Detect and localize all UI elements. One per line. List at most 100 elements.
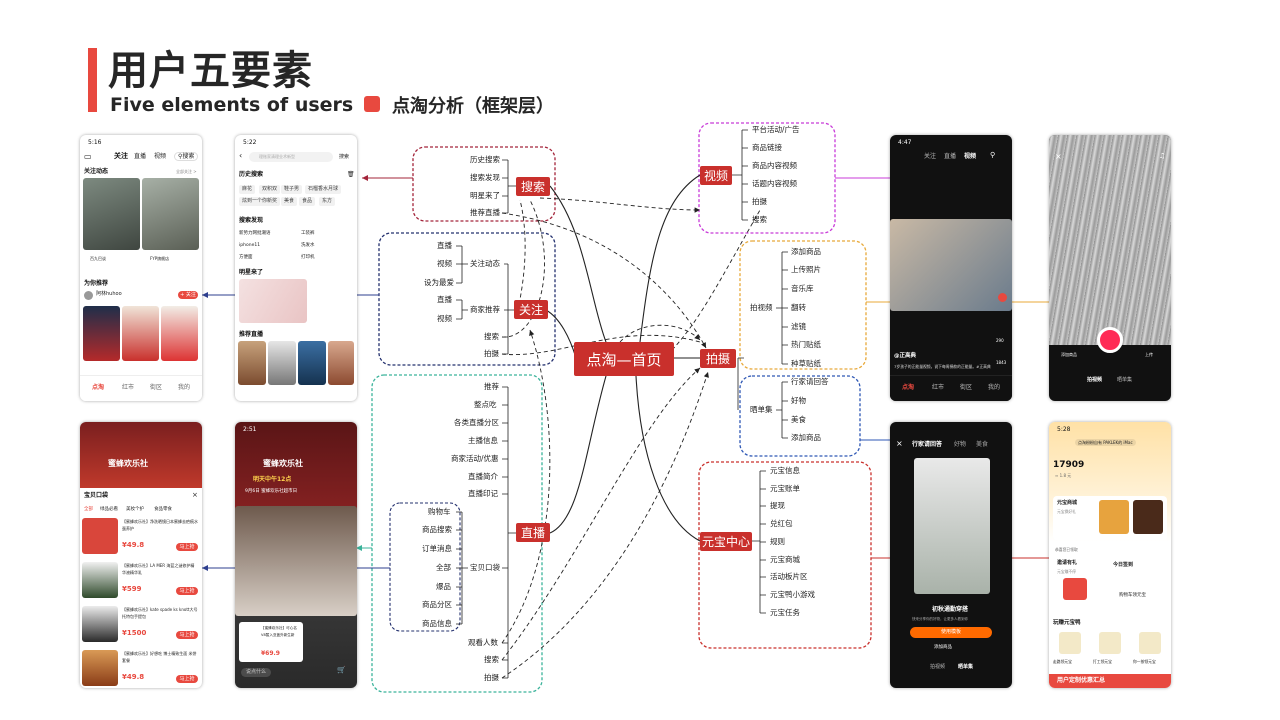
live-thumb[interactable] — [238, 341, 266, 385]
game-label: 走路领元宝 — [1053, 659, 1072, 664]
buy-button[interactable]: 马上抢 — [176, 631, 198, 639]
cart-reward-title[interactable]: 购物车领元宝 — [1119, 593, 1146, 598]
comment-input[interactable]: 说点什么 — [241, 668, 272, 677]
nav-street[interactable]: 街区 — [150, 384, 163, 391]
checkin-title[interactable]: 今日签到 — [1113, 562, 1134, 568]
history-tag[interactable]: 食品 — [299, 197, 316, 206]
template-tab[interactable]: 行家请回答 — [912, 441, 943, 448]
add-product-link[interactable]: 添加商品 — [934, 645, 952, 650]
use-template-button[interactable]: 使用模板 — [910, 627, 992, 638]
nav-home[interactable]: 点淘 — [92, 384, 105, 391]
bag-item-row[interactable]: 【蜜蜂欢乐社】LA MER 海蓝之谜修护精华液精华乳 ¥599 马上抢 — [82, 560, 200, 600]
tab-follow[interactable]: 关注 — [924, 153, 937, 160]
comment-count: 290 — [996, 338, 1004, 343]
nav-street[interactable]: 街区 — [960, 384, 973, 391]
upload-label[interactable]: 上传 — [1145, 352, 1153, 357]
product-image — [82, 606, 118, 642]
tab-share[interactable]: 晒单集 — [958, 664, 974, 670]
live-thumb[interactable] — [298, 341, 326, 385]
buy-button[interactable]: 马上抢 — [176, 587, 198, 595]
template-preview[interactable] — [914, 458, 990, 594]
tab-follow[interactable]: 关注 — [114, 152, 128, 160]
history-tag[interactable]: 鞋子男 — [281, 185, 303, 194]
search-submit-button[interactable]: 搜索 — [339, 154, 350, 160]
game-icon[interactable] — [1139, 632, 1161, 654]
camera-icon[interactable]: ▭ — [84, 152, 92, 161]
nav-home[interactable]: 点淘 — [902, 384, 915, 391]
tab-live[interactable]: 直播 — [944, 153, 957, 160]
close-icon[interactable]: × — [192, 491, 198, 499]
bag-item-row[interactable]: 【蜜蜂欢乐社】kate spade ks knott大号托特包手提包 ¥1500… — [82, 604, 200, 644]
discover-item[interactable]: 洗发水 — [301, 243, 315, 248]
history-tag[interactable]: 美食 — [281, 197, 298, 206]
back-icon[interactable]: ‹ — [239, 151, 243, 160]
add-product-label[interactable]: 添加商品 — [1061, 352, 1077, 357]
product-card[interactable]: 【蜜蜂欢乐社】可心名V8暂入亚盖外新生新 ¥69.9 — [239, 622, 303, 662]
nav-me[interactable]: 我的 — [988, 384, 1001, 391]
status-time: 5:22 — [243, 139, 257, 146]
shoot-video-box — [739, 240, 867, 370]
bag-tab[interactable]: 食品零食 — [154, 507, 172, 512]
event-date: 明天中午12点 — [253, 476, 292, 483]
mall-card[interactable]: 元宝商城 元宝换好礼 — [1053, 496, 1167, 540]
legend-marker — [364, 96, 380, 112]
shoot-group-label: 晒单集 — [750, 405, 773, 414]
star-card[interactable] — [239, 279, 307, 323]
shoot-share-box — [739, 375, 861, 457]
close-icon[interactable]: × — [896, 439, 903, 448]
nav-market[interactable]: 红市 — [122, 384, 135, 391]
template-tab[interactable]: 美食 — [976, 441, 989, 448]
footer-text: 用户定制优惠汇总 — [1057, 677, 1106, 684]
yuanbao-balance: 17909 — [1053, 460, 1085, 470]
history-tag[interactable]: 石榴香水月球 — [305, 185, 342, 194]
like-icon[interactable] — [998, 293, 1007, 302]
history-tag[interactable]: 炫到一个你新奖 — [239, 197, 281, 206]
tab-shoot-video[interactable]: 拍视频 — [1087, 377, 1103, 383]
nav-me[interactable]: 我的 — [178, 384, 191, 391]
buy-button[interactable]: 马上抢 — [176, 675, 198, 683]
nav-market[interactable]: 红市 — [932, 384, 945, 391]
discover-item[interactable]: 打印机 — [301, 255, 315, 260]
bag-item: 商品分区 — [422, 600, 452, 609]
template-tab[interactable]: 好物 — [954, 441, 967, 448]
search-input[interactable]: 理账家清理业术新型 — [249, 152, 333, 162]
close-icon[interactable]: × — [1055, 152, 1062, 161]
bag-tab[interactable]: 全部 — [84, 507, 93, 512]
discover-item[interactable]: 方便面 — [239, 255, 253, 260]
history-tag[interactable]: 双积双 — [259, 185, 281, 194]
live-thumb[interactable] — [268, 341, 296, 385]
tab-live[interactable]: 直播 — [134, 153, 147, 160]
follow-button[interactable]: + 关注 — [178, 291, 198, 299]
search-pill[interactable]: ⚲搜索 — [174, 152, 199, 161]
tab-share[interactable]: 晒单集 — [1117, 377, 1133, 383]
history-tag[interactable]: 麻花 — [239, 185, 256, 194]
tab-video[interactable]: 视频 — [964, 153, 977, 160]
bag-item-row[interactable]: 【蜜蜂欢乐社】净洗晒镜日本蜜蜂去疤痕水蛋养护 ¥49.8 马上抢 — [82, 516, 200, 556]
history-tag[interactable]: 东方 — [319, 197, 336, 206]
bag-tab[interactable]: 美妆个护 — [126, 507, 144, 512]
status-time: 2:51 — [243, 426, 257, 433]
live-thumb[interactable] — [328, 341, 354, 385]
discover-item[interactable]: 工装裤 — [301, 231, 315, 236]
search-icon[interactable]: ⚲ — [990, 151, 996, 159]
tab-shoot-video[interactable]: 拍视频 — [930, 664, 946, 670]
game-icon[interactable] — [1059, 632, 1081, 654]
shoot-share-item: 添加商品 — [791, 433, 821, 442]
buy-button[interactable]: 马上抢 — [176, 543, 198, 551]
see-all-link[interactable]: 全部关注 > — [176, 169, 197, 174]
follow-setting: 设为最爱 — [424, 278, 454, 287]
footer-banner[interactable]: 用户定制优惠汇总 — [1049, 674, 1171, 688]
discover-item[interactable]: iphone11 — [239, 243, 261, 248]
tab-video[interactable]: 视频 — [154, 153, 167, 160]
game-icon[interactable] — [1099, 632, 1121, 654]
task-card[interactable]: 邀请有礼 元宝赚不停 — [1053, 556, 1107, 608]
cart-icon[interactable]: 🛒 — [337, 666, 346, 674]
live-item: 主播信息 — [468, 436, 498, 445]
bag-item-row[interactable]: 【蜜蜂欢乐社】好想吃 博士精致生面 米饼套餐 ¥49.8 马上抢 — [82, 648, 200, 688]
record-button[interactable] — [1097, 327, 1123, 353]
bag-tab[interactable]: 绿品必看 — [100, 507, 118, 512]
music-icon[interactable]: ♫ — [1159, 152, 1166, 160]
trash-icon[interactable]: 🗑 — [347, 171, 355, 178]
discover-item[interactable]: 新势力网批潮语 — [239, 231, 271, 236]
